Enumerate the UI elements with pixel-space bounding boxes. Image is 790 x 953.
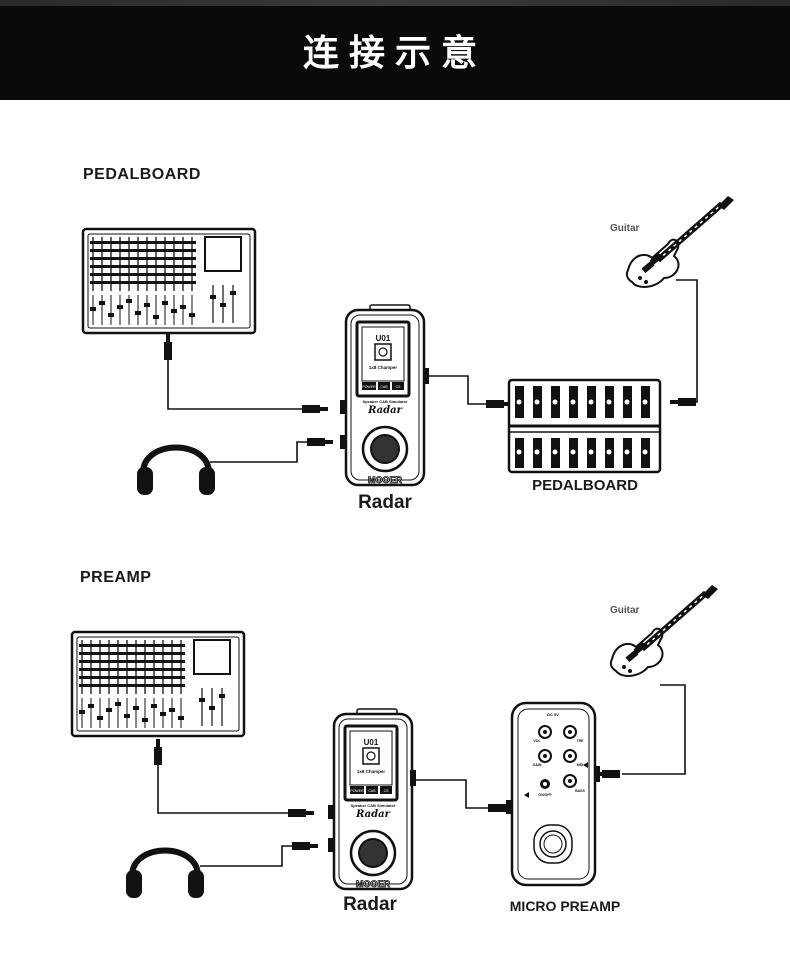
cabinet-name: 1x8 Champer <box>357 769 386 774</box>
knob-label: BASS <box>575 789 585 793</box>
knob-label: GAIN <box>533 763 542 767</box>
jack-plug <box>670 398 696 406</box>
cab-button-label: CAB <box>368 789 376 793</box>
guitar-icon <box>627 196 734 287</box>
jack-plug <box>288 809 314 817</box>
radar-pedal: U01 1x8 Champer POWER CAB CS Speaker CAB… <box>328 708 416 891</box>
cs-button-label: CS <box>396 385 402 389</box>
mixer-console <box>70 630 246 738</box>
pedalboard-label: PEDALBOARD <box>532 477 638 494</box>
guitar-label: Guitar <box>610 605 640 616</box>
knob-label: TRE <box>577 739 585 743</box>
power-button-label: POWER <box>362 385 376 389</box>
guitar-icon <box>611 585 718 676</box>
pedal-subtitle: Speaker CAB Simulator <box>351 803 396 808</box>
mixer-console <box>81 227 257 335</box>
jack-plug <box>302 405 328 413</box>
micro-preamp-device: DC 9V VOL GAIN TRE MID BASS ON/OFF <box>506 701 600 887</box>
power-input-label: DC 9V <box>547 712 559 717</box>
section-title-preamp: PREAMP <box>80 569 152 586</box>
jack-plug <box>292 842 318 850</box>
pedal-script-name: Radar <box>355 809 390 820</box>
pedal-subtitle: Speaker CAB Simulator <box>363 399 408 404</box>
jack-plug <box>164 334 172 360</box>
cabinet-name: 1x8 Champer <box>369 365 398 370</box>
brand-logo: MOOER <box>356 879 391 889</box>
brand-logo: MOOER <box>368 475 403 485</box>
banner-edge <box>0 0 790 6</box>
radar-label: Radar <box>358 492 412 513</box>
knob-label: MID <box>577 763 584 767</box>
page-title: 连接示意 <box>302 33 487 74</box>
radar-pedal: U01 1x8 Champer POWER CAB CS Speaker CAB… <box>340 304 429 487</box>
jack-plug <box>307 438 333 446</box>
guitar-label: Guitar <box>610 223 640 234</box>
micro-preamp-label: MICRO PREAMP <box>509 898 621 914</box>
radar-label: Radar <box>343 894 397 915</box>
section-title-pedalboard: PEDALBOARD <box>83 166 201 183</box>
knob-label: VOL <box>533 739 541 743</box>
cab-button-label: CAB <box>380 385 388 389</box>
headphones-icon <box>126 851 204 899</box>
pedalboard-device <box>507 378 662 474</box>
pedal-script-name: Radar <box>367 405 402 416</box>
switch-label: ON/OFF <box>538 793 552 797</box>
preset-number: U01 <box>376 334 391 343</box>
header-banner: 连接示意 <box>0 0 790 100</box>
jack-plug <box>154 739 162 765</box>
headphones-icon <box>137 448 215 496</box>
preset-number: U01 <box>364 738 379 747</box>
power-button-label: POWER <box>350 789 364 793</box>
cs-button-label: CS <box>384 789 390 793</box>
